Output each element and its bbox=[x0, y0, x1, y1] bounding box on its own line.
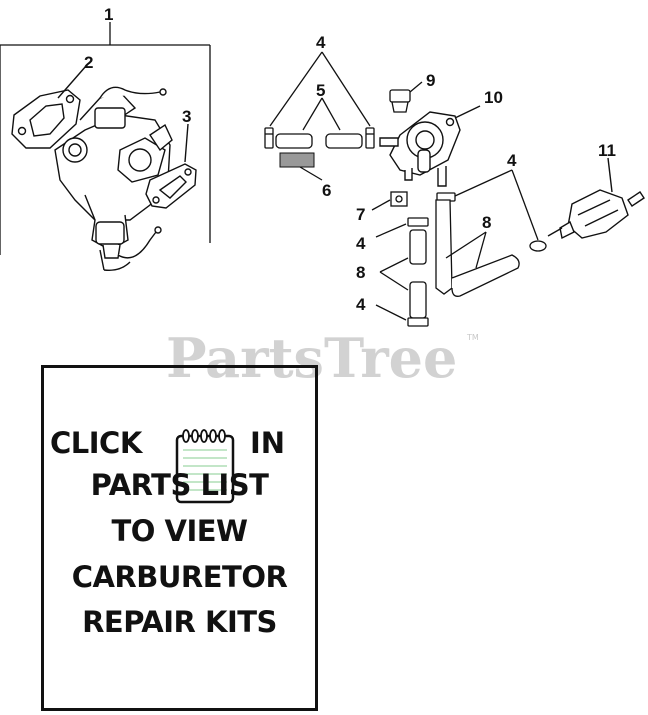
clamp-part-4-left-upper[interactable] bbox=[375, 217, 429, 238]
clamp-part-4-right[interactable] bbox=[436, 169, 547, 252]
parts-list-note-box: CLICK IN PARTS LIST TO VIEW CARBURETOR R… bbox=[41, 365, 318, 711]
fuel-filter-part-11[interactable] bbox=[547, 157, 645, 240]
notepad-icon[interactable] bbox=[174, 426, 238, 506]
fitting-part-9[interactable] bbox=[389, 81, 423, 113]
clamp-part-4-top[interactable] bbox=[264, 51, 375, 149]
callout-4-right: 4 bbox=[507, 151, 517, 170]
gasket-part-2[interactable] bbox=[11, 65, 87, 149]
carburetor-assembly-bracket bbox=[0, 22, 211, 255]
note-line-parts-list: PARTS LIST bbox=[90, 468, 269, 502]
callout-8-left: 8 bbox=[356, 263, 365, 282]
note-line-carburetor: CARBURETOR bbox=[71, 560, 288, 594]
click-row: CLICK IN bbox=[44, 420, 315, 504]
hose-part-8[interactable] bbox=[379, 199, 520, 319]
callout-6: 6 bbox=[322, 181, 331, 200]
gasket-part-3[interactable] bbox=[145, 123, 197, 209]
click-text: CLICK bbox=[50, 426, 142, 460]
callout-3: 3 bbox=[182, 107, 191, 126]
note-line-to-view: TO VIEW bbox=[111, 514, 248, 548]
watermark-text: PartsTree bbox=[166, 326, 457, 390]
note-line-repair-kits: REPAIR KITS bbox=[82, 605, 277, 639]
in-text: IN bbox=[250, 426, 286, 460]
callout-7: 7 bbox=[356, 205, 365, 224]
callout-4-bottom: 4 bbox=[356, 295, 366, 314]
filter-element-part-6[interactable] bbox=[279, 152, 323, 181]
callout-1: 1 bbox=[104, 5, 113, 24]
grommet-part-7[interactable] bbox=[371, 191, 408, 211]
callout-10: 10 bbox=[484, 88, 503, 107]
carburetor-part-1[interactable] bbox=[54, 86, 173, 272]
hose-part-5[interactable] bbox=[275, 97, 363, 149]
callout-9: 9 bbox=[426, 71, 435, 90]
clamp-part-4-left-lower[interactable] bbox=[375, 304, 429, 327]
fuel-pump-part-10[interactable] bbox=[379, 105, 481, 187]
callout-2: 2 bbox=[84, 53, 93, 72]
callout-4-top: 4 bbox=[316, 33, 326, 52]
watermark-tm: TM bbox=[466, 333, 479, 342]
callout-5: 5 bbox=[316, 81, 325, 100]
callout-4-mid: 4 bbox=[356, 234, 366, 253]
callout-11: 11 bbox=[598, 141, 616, 160]
callout-8-right: 8 bbox=[482, 213, 491, 232]
